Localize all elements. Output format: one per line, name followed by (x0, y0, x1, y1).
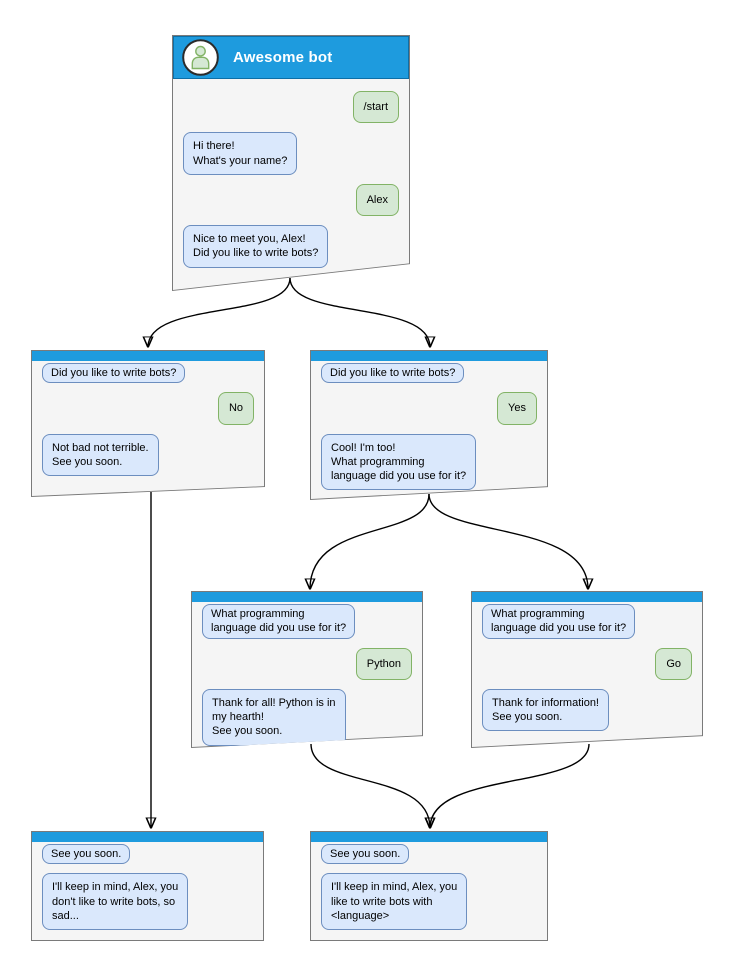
bot-message-bubble: Thank for all! Python is in my hearth! S… (202, 688, 346, 746)
chat-body: Did you like to write bots? Yes Cool! I'… (311, 361, 547, 491)
edge-branch-yes-to-lang-go (428, 493, 588, 589)
user-message-bubble: Yes (497, 392, 537, 425)
bot-message-bubble: Thank for information! See you soon. (482, 688, 609, 732)
chat-header-bar (472, 592, 702, 602)
edge-branch-yes-to-lang-python (310, 493, 430, 589)
chat-window-branch-no: Did you like to write bots? No Not bad n… (31, 350, 265, 497)
chat-body: /start Hi there! What's your name? Alex … (173, 79, 409, 268)
user-message-bubble: Alex (355, 183, 399, 217)
chat-window-branch-yes: Did you like to write bots? Yes Cool! I'… (310, 350, 548, 500)
chat-header: Awesome bot (173, 36, 409, 79)
chat-body: See you soon. I'll keep in mind, Alex, y… (32, 842, 263, 931)
chat-body: What programming language did you use fo… (472, 602, 702, 732)
person-icon (195, 45, 206, 57)
chat-window-end-no: See you soon. I'll keep in mind, Alex, y… (31, 831, 264, 941)
bot-message-bubble: Not bad not terrible. See you soon. (42, 433, 159, 477)
edge-lang-go-to-end-yes (430, 743, 590, 828)
quoted-question-bubble: See you soon. (321, 844, 410, 865)
chat-header-bar (192, 592, 422, 602)
user-message-bubble: /start (352, 91, 399, 124)
quoted-question-bubble: Did you like to write bots? (42, 363, 186, 384)
user-message-bubble: Python (355, 647, 412, 680)
bot-message-bubble: Nice to meet you, Alex! Did you like to … (183, 225, 329, 268)
chat-window-lang-python: What programming language did you use fo… (191, 591, 423, 748)
chat-title: Awesome bot (233, 49, 333, 66)
edge-lang-python-to-end-yes (310, 743, 430, 828)
avatar (182, 39, 219, 76)
edge-main-to-branch-no (148, 277, 291, 347)
chat-header-bar (311, 832, 547, 842)
chat-header-bar (32, 832, 263, 842)
chat-body: Did you like to write bots? No Not bad n… (32, 361, 264, 477)
chat-header-bar (311, 351, 547, 361)
chat-window-main: Awesome bot /start Hi there! What's your… (172, 35, 410, 291)
chat-body: See you soon. I'll keep in mind, Alex, y… (311, 842, 547, 931)
user-message-bubble: No (217, 392, 254, 425)
user-message-bubble: Go (655, 647, 692, 680)
edge-main-to-branch-yes (289, 277, 430, 347)
bot-message-bubble: I'll keep in mind, Alex, you like to wri… (321, 873, 468, 931)
chat-window-lang-go: What programming language did you use fo… (471, 591, 703, 748)
quoted-question-bubble: Did you like to write bots? (321, 363, 465, 384)
chat-header-bar (32, 351, 264, 361)
bot-message-bubble: I'll keep in mind, Alex, you don't like … (42, 873, 189, 931)
quoted-question-bubble: See you soon. (42, 844, 131, 865)
bot-message-bubble: Hi there! What's your name? (183, 132, 298, 175)
bot-message-bubble: Cool! I'm too! What programming language… (321, 433, 477, 491)
chat-body: What programming language did you use fo… (192, 602, 422, 746)
chat-window-end-yes: See you soon. I'll keep in mind, Alex, y… (310, 831, 548, 941)
quoted-question-bubble: What programming language did you use fo… (202, 604, 356, 639)
quoted-question-bubble: What programming language did you use fo… (482, 604, 636, 639)
